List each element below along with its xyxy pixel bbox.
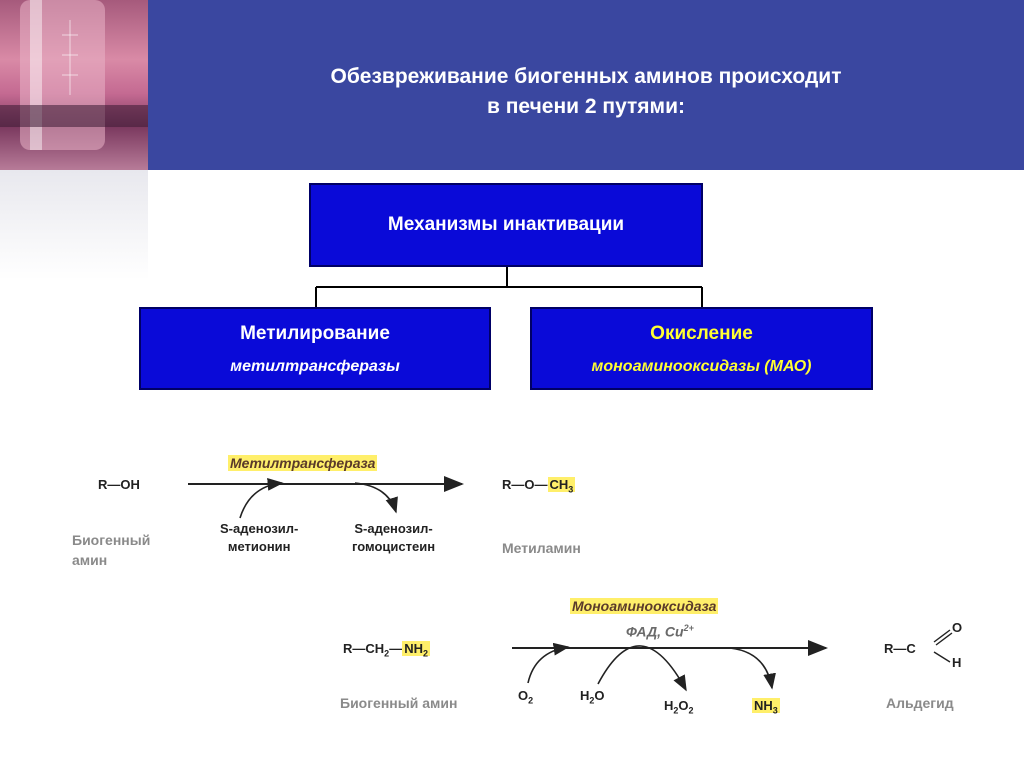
product1-prefix: R—O— (502, 477, 548, 492)
substrate2-prefix: R—CH (343, 641, 385, 656)
reaction2-nh3-arrow (729, 647, 776, 690)
product1-methyl-sub: 3 (568, 484, 574, 495)
flask-illustration (0, 0, 148, 150)
o2-symbol: O (518, 688, 529, 703)
aldehyde-double-bond-2 (935, 632, 953, 646)
aldehyde-rc: R—C (884, 641, 916, 656)
reaction1-substrate: R—OH (98, 477, 140, 492)
substrate2-nh-sub: 2 (422, 648, 428, 659)
reaction1-substrate-label-line1: Биогенный (72, 532, 151, 548)
sah-line1: S-аденозил- (354, 521, 433, 536)
reaction1-cofactor-in: S-аденозил- метионин (220, 520, 298, 556)
ammonia-molecule: NH3 (752, 698, 780, 716)
mechanisms-box: Механизмы инактивации (309, 183, 703, 267)
ammonia-highlight: NH3 (752, 698, 780, 716)
product1-methyl-group: CH3 (547, 477, 576, 495)
substrate2-sub: 2 (384, 648, 390, 659)
h2o2-sub2: 2 (688, 705, 694, 716)
h2o2-h: H (664, 698, 674, 713)
h2o-h: H (580, 688, 590, 703)
reaction2-substrate-label: Биогенный амин (340, 695, 458, 711)
reaction2-cofactors: ФАД, Cu2+ (626, 623, 694, 640)
oxidation-title: Окисление (650, 323, 753, 344)
o2-sub: 2 (528, 695, 534, 706)
reaction1-product: R—O—CH3 (502, 477, 576, 495)
reaction2-cofactors-text: ФАД, Cu (626, 623, 684, 640)
aldehyde-single-bond (933, 651, 951, 663)
reaction1-cofactor-out-arrow (354, 482, 398, 514)
nh3-sub: 3 (772, 705, 778, 716)
aldehyde-double-bond-1 (933, 629, 951, 643)
methylation-title: Метилирование (240, 323, 390, 344)
reaction2-substrate: R—CH2—NH2 (343, 641, 430, 659)
h2o2-o: O (678, 698, 689, 713)
product1-methyl-ch: CH (549, 477, 569, 492)
reaction2-enzyme: Моноаминооксидаза (570, 598, 719, 614)
h2o-o: O (594, 688, 605, 703)
methylation-box: Метилирование метилтрансферазы (139, 307, 491, 390)
nh3-symbol: NH (754, 698, 773, 713)
title-line-1: Обезвреживание биогенных аминов происход… (330, 65, 842, 88)
aldehyde-o: O (952, 620, 963, 635)
header-band (0, 0, 1024, 170)
reaction1-cofactor-out: S-аденозил- гомоцистеин (352, 520, 435, 556)
reaction2-product-label: Альдегид (886, 695, 954, 711)
peroxide-molecule: H2O2 (664, 698, 694, 716)
h2o-sub: 2 (589, 695, 595, 706)
oxygen-molecule: O2 (518, 688, 533, 706)
oxidation-box: Окисление моноаминооксидазы (МАО) (530, 307, 873, 390)
reaction1-substrate-label-line2: амин (72, 552, 108, 568)
aldehyde-h: H (952, 655, 962, 670)
oxidation-enzyme: моноаминооксидазы (МАО) (591, 358, 812, 375)
reaction1-cofactor-in-arrow (239, 477, 284, 519)
reaction2-enzyme-text: Моноаминооксидаза (570, 598, 719, 614)
reaction2-h2o-arrow (597, 645, 687, 692)
substrate2-nh: NH (404, 641, 423, 656)
substrate2-amino-group: NH2 (402, 641, 430, 659)
sam-line1: S-аденозил- (220, 521, 299, 536)
reaction1-product-label: Метиламин (502, 540, 581, 556)
mechanisms-label: Механизмы инактивации (387, 214, 625, 235)
sah-line2: гомоцистеин (352, 539, 436, 554)
h2o2-sub1: 2 (673, 705, 679, 716)
methylation-enzyme: метилтрансферазы (230, 358, 400, 375)
water-molecule: H2O (580, 688, 605, 706)
page-title: Обезвреживание биогенных аминов происход… (148, 62, 1024, 122)
reaction1-enzyme-text: Метилтрансфераза (228, 455, 378, 471)
substrate2-dash: — (389, 641, 403, 656)
sam-line2: метионин (227, 539, 291, 554)
reaction2-o2-arrow (527, 642, 570, 684)
flask-image (0, 0, 148, 170)
reaction1-substrate-label: Биогенный амин (72, 530, 150, 570)
reaction2-cofactors-sup: 2+ (683, 623, 694, 633)
reaction1-enzyme: Метилтрансфераза (228, 455, 378, 471)
flask-reflection (0, 170, 148, 280)
title-line-2: в печени 2 путями: (487, 95, 685, 118)
